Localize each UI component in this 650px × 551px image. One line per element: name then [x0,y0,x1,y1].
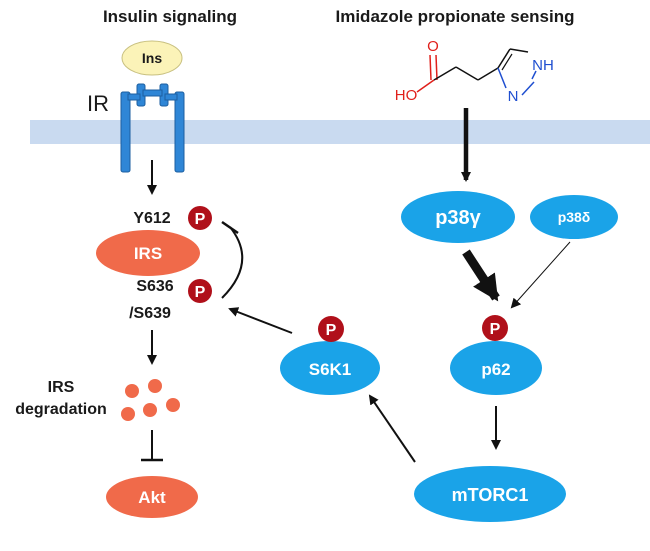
insulin-panel-title: Insulin signaling [103,7,237,26]
p38-delta-node [530,195,618,239]
p38-gamma-node [401,191,515,243]
insulin-receptor [120,83,185,173]
degradation-dots [121,379,180,421]
molecule-carbonyl-o: O [427,38,439,55]
molecule-nh: NH [532,57,554,74]
insulin-ligand [121,40,183,76]
receptor-label: IR [87,91,109,116]
phospho-s636-label: P [195,284,206,301]
irs-node [96,230,200,276]
arrow-s6k1-to-irs [228,307,293,334]
phospho-s6k1-label: P [326,322,337,339]
phospho-p62-label: P [490,321,501,338]
arrow-p38-gamma-to-p62 [462,249,500,302]
y612-label: Y612 [133,210,170,227]
phospho-s6k1 [318,316,344,342]
phospho-y612-label: P [195,211,206,228]
imidazole-panel-title: Imidazole propionate sensing [336,7,575,26]
insulin-label: Ins [142,50,162,66]
p62-label: p62 [481,360,510,379]
akt-label: Akt [138,488,166,507]
s6k1-node [280,341,380,395]
mtorc1-label: mTORC1 [452,485,529,505]
arrow-mtorc1-to-s6k1 [368,394,416,463]
arrow-p38-delta-to-p62 [510,241,571,309]
s6k1-label: S6K1 [309,360,352,379]
phospho-y612 [188,206,212,230]
phospho-p62 [482,315,508,341]
molecule-n: N [508,88,519,105]
s639-label: /S639 [129,305,171,322]
mtorc1-node [414,466,566,522]
p38-delta-label: p38δ [558,209,591,225]
inhibition-arc [221,226,244,299]
p62-node [450,341,542,395]
molecule-hydroxyl: HO [395,87,418,104]
irs-label: IRS [134,244,162,263]
imidazole-propionate-molecule [416,48,537,96]
akt-node [106,476,198,518]
degradation-label-line2: degradation [15,401,107,418]
degradation-label-line1: IRS [48,379,75,396]
p38-gamma-label: p38γ [435,207,481,229]
inhibition-arc-bar [221,220,239,235]
s636-label: S636 [136,278,173,295]
cell-membrane [30,120,650,144]
phospho-s636 [188,279,212,303]
